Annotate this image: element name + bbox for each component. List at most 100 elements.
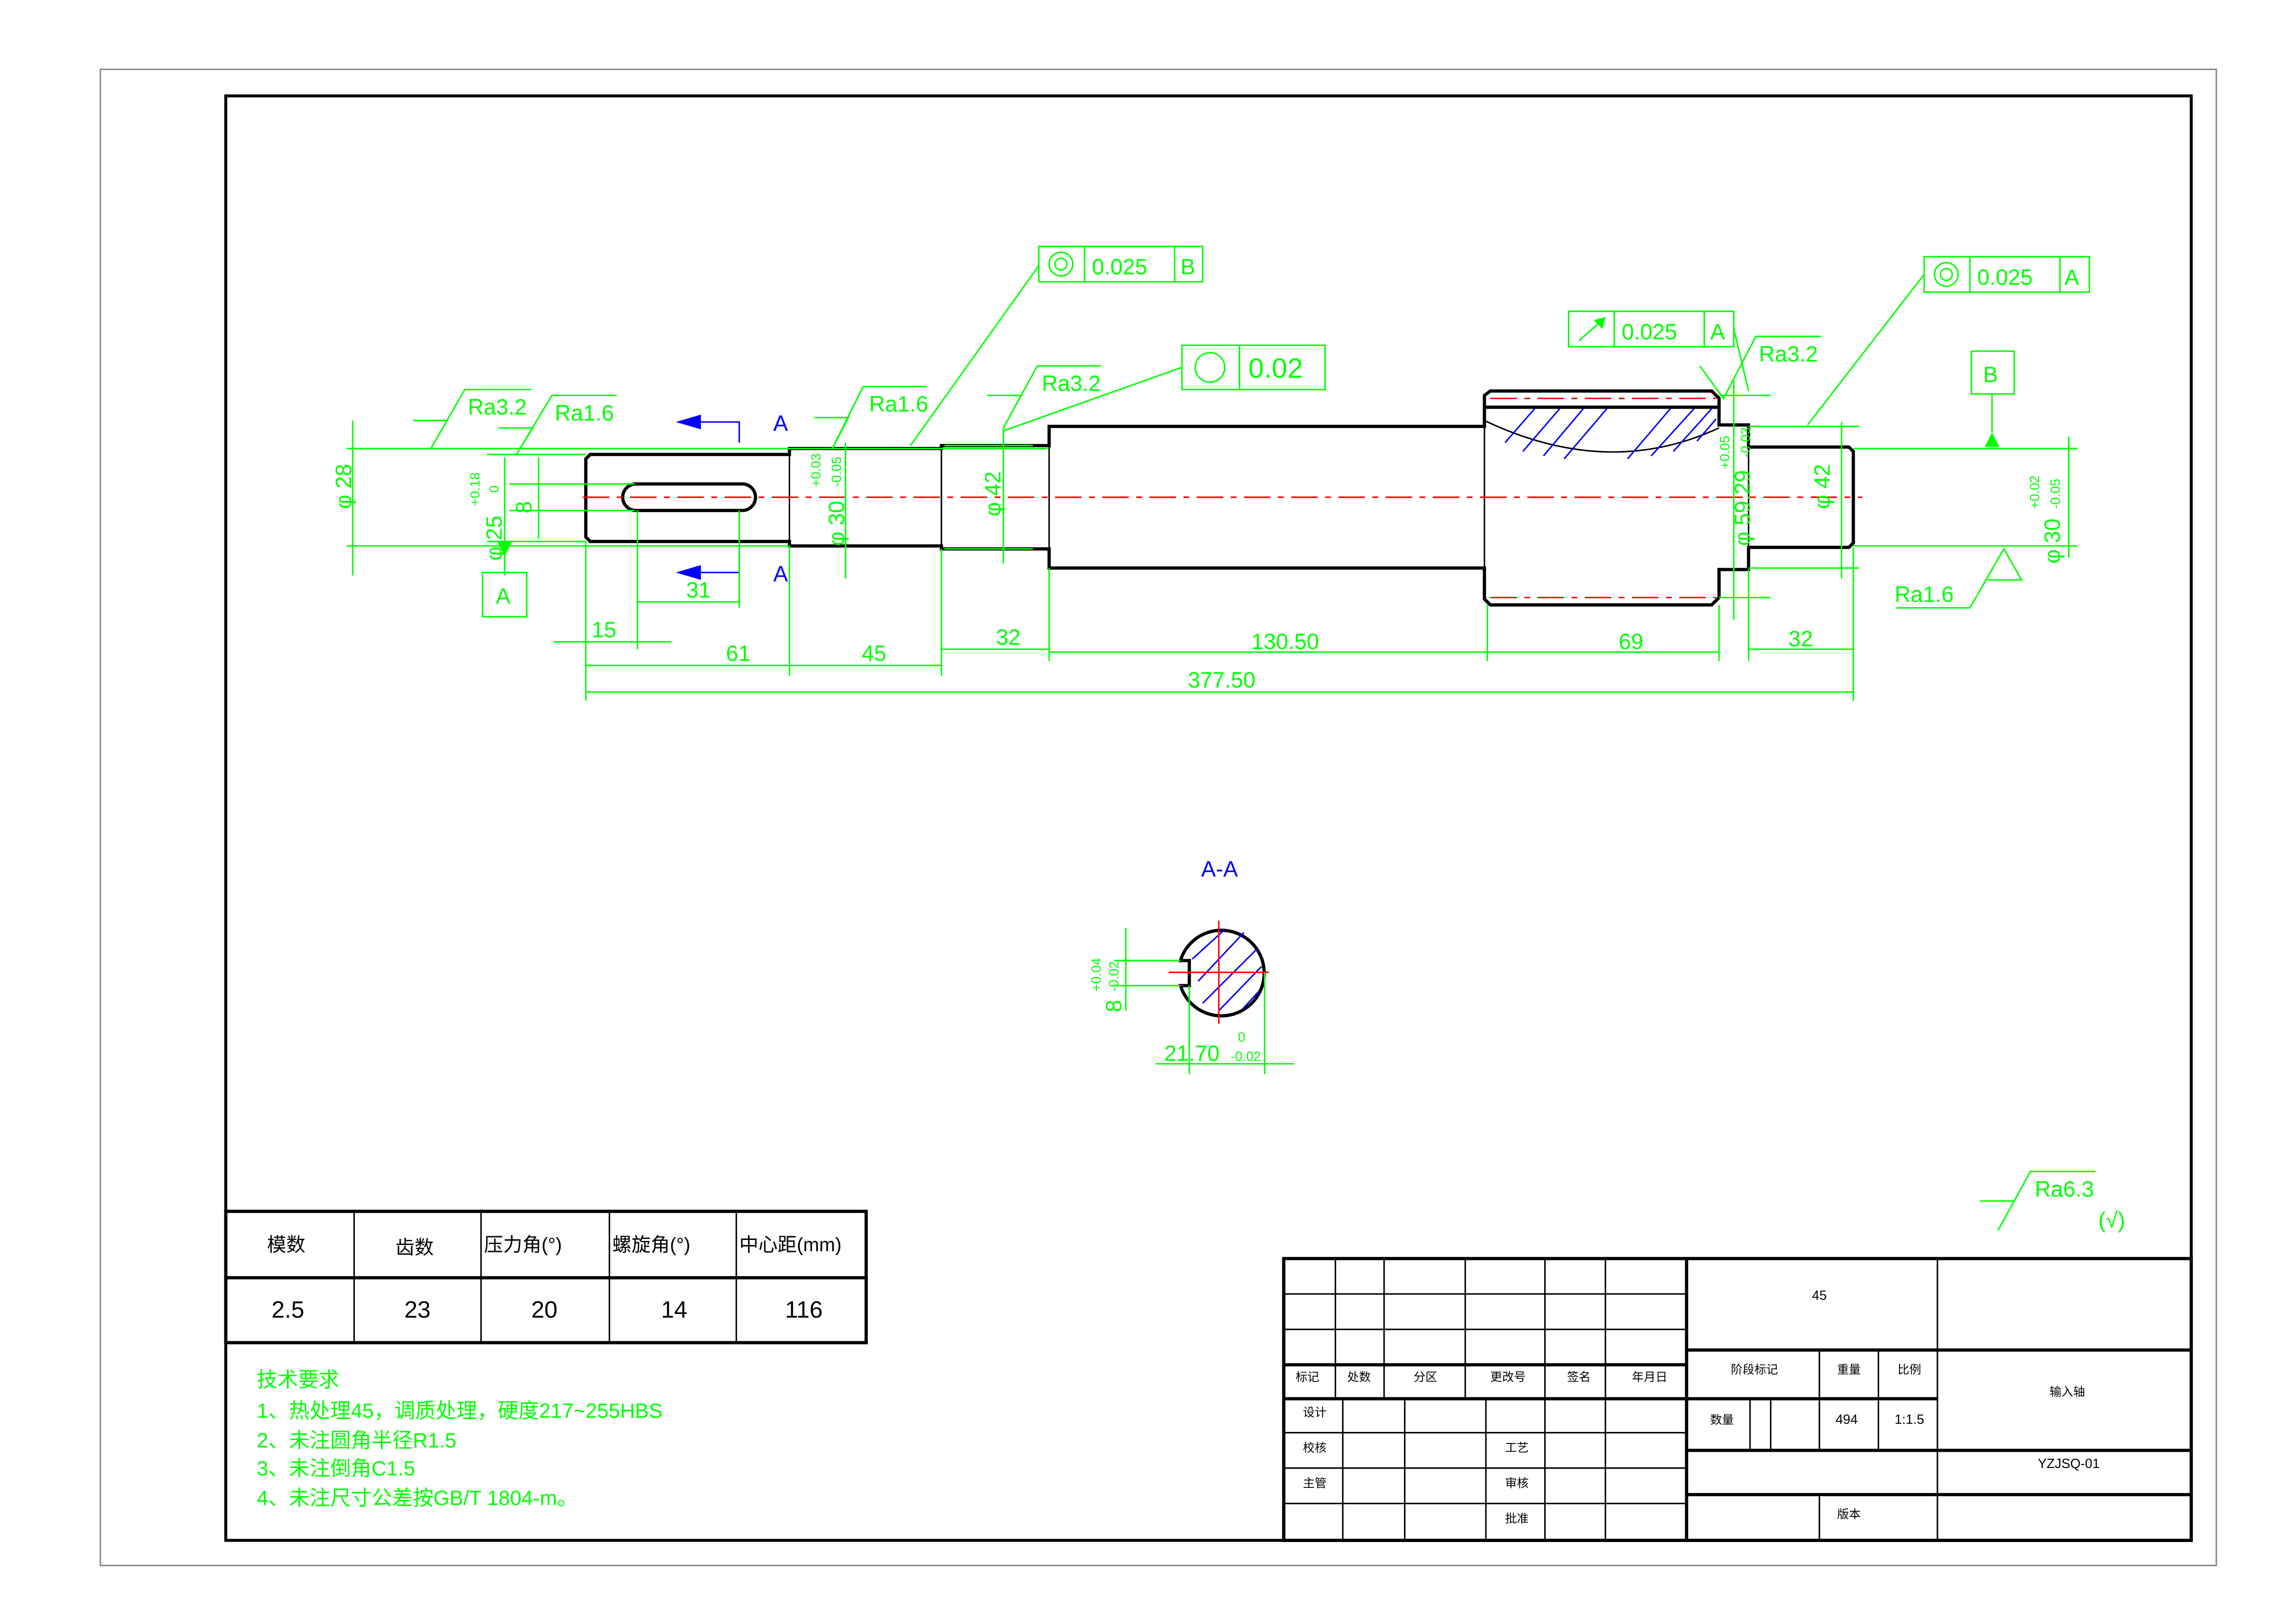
roughness-label: Ra1.6 [1894,582,1954,607]
section-letter-bottom: A [773,562,788,587]
dim-d42-left: φ 42 [981,471,1006,517]
tb-header: 年月日 [1632,1371,1668,1384]
table-cell: 2.5 [272,1296,304,1323]
gdt-frame-3: 0.025 A [1567,310,1750,391]
roughness-label: Ra3.2 [1042,372,1101,396]
tb-stage-mark: 阶段标记 [1731,1363,1778,1376]
tb-part-name: 输入轴 [2049,1386,2085,1399]
table-cell: 20 [531,1296,557,1323]
dim-45: 45 [862,642,886,666]
tb-header: 处数 [1347,1371,1371,1384]
dim-tol-upper: +0.18 [468,472,483,506]
datum-a-label: A [496,584,511,608]
tech-req-title: 技术要求 [257,1369,340,1392]
dim-d28: φ 28 [332,464,356,509]
datum-b-label: B [1983,363,1998,387]
tb-header: 分区 [1414,1371,1437,1384]
gdt-value: 0.025 [1621,320,1677,344]
dim-tol-upper: 0 [1238,1030,1245,1045]
gdt-datum: B [1181,255,1195,279]
tb-drawing-number: YZJSQ-01 [2038,1456,2100,1471]
tb-role: 主管 [1303,1477,1326,1490]
table-header: 中心距(mm) [739,1233,842,1255]
roughness-default-note: (√) [2098,1208,2125,1233]
concentricity-icon [1933,262,1959,287]
tb-weight-label: 重量 [1837,1363,1861,1376]
table-header: 压力角(°) [484,1233,562,1255]
datum-a: A [482,541,528,618]
tb-header: 标记 [1295,1371,1319,1384]
table-cell: 14 [661,1296,687,1323]
dim-69: 69 [1619,630,1643,654]
dim-tol-lower: -0.02 [1107,961,1122,991]
dim-key-width: 8 [512,501,536,514]
tech-req-item: 3、未注倒角C1.5 [257,1457,415,1480]
roughness-symbols: Ra3.2 Ra1.6 Ra1.6 Ra3.2 Ra3.2 Ra1.6 Ra6.… [413,335,2125,1233]
gdt-frame-1: 0.025 B [910,245,1204,446]
inner-frame [224,94,2193,1542]
dim-tol-upper: +0.03 [809,453,823,487]
gdt-value: 0.025 [1092,255,1147,279]
tb-role: 批准 [1505,1512,1529,1525]
gear-tooth-break-arc [1484,420,1720,453]
table-header: 齿数 [396,1237,434,1258]
tech-req-item: 2、未注圆角半径R1.5 [257,1430,457,1452]
gdt-frame-2: 0.02 [1003,344,1326,432]
dim-d5929: φ 59.29 [1731,470,1755,546]
roughness-label: Ra6.3 [2035,1177,2094,1202]
technical-requirements: 技术要求 1、热处理45，调质处理，硬度217~255HBS 2、未注圆角半径R… [257,1369,662,1510]
dim-tol-lower: -0.05 [829,457,844,487]
section-outline [1178,929,1266,1018]
runout-arrow-icon [1578,316,1606,341]
gdt-value: 0.02 [1248,352,1303,384]
section-view-a-a: A-A +0.04 -0.02 8 21.70 0 -0.02 [1089,857,1294,1074]
tech-req-item: 4、未注尺寸公差按GB/T 1804-m。 [257,1487,578,1510]
dim-31: 31 [686,578,711,603]
tb-role: 审核 [1505,1477,1529,1490]
gdt-value: 0.025 [1977,265,2033,290]
dim-d30-right: φ 30 [2041,519,2065,564]
dim-key-width: 8 [1102,1000,1126,1012]
table-cell: 23 [404,1296,431,1323]
roughness-label: Ra3.2 [1759,342,1818,366]
section-cut-markers: A A [675,411,788,587]
tb-role: 设计 [1303,1406,1326,1419]
gdt-datum: A [1710,320,1725,344]
circularity-icon [1194,352,1225,383]
dim-32-right: 32 [1789,627,1813,651]
dim-tol-upper: +0.02 [2028,476,2042,509]
dim-tol-upper: +0.04 [1089,958,1104,991]
tb-scale-label: 比例 [1898,1363,1921,1376]
roughness-label: Ra3.2 [468,395,527,420]
title-block: 标记 处数 分区 更改号 签名 年月日 设计 校核 主管 工艺 审核 批准 阶段… [1282,1257,2193,1542]
dim-tol-upper: +0.05 [1718,436,1733,470]
dim-total-length: 377.50 [1188,668,1256,693]
datum-b: B [1970,350,2015,447]
dim-32-left: 32 [996,626,1021,650]
outer-frame [99,68,2217,1567]
tb-version-label: 版本 [1837,1508,1861,1521]
table-cell: 116 [785,1296,823,1323]
table-header: 螺旋角(°) [613,1233,691,1255]
gdt-datum: A [2064,265,2079,290]
dim-tol-lower: -0.02 [1231,1049,1261,1064]
tb-weight: 494 [1836,1412,1858,1427]
dim-15: 15 [592,618,616,643]
gear-parameter-table: 模数 齿数 压力角(°) 螺旋角(°) 中心距(mm) 2.5 23 20 14… [224,1209,868,1344]
dim-tol-lower: -0.05 [2048,479,2063,509]
tech-req-item: 1、热处理45，调质处理，硬度217~255HBS [257,1400,662,1423]
dim-tol-lower: 0 [487,485,502,493]
shaft-main-view [582,389,1863,607]
tb-quantity-label: 数量 [1710,1413,1734,1426]
dim-d25: φ 25 [482,515,507,561]
concentricity-icon [1048,251,1074,277]
section-view-title: A-A [1201,857,1238,881]
dimension-texts: φ 28 +0.18 0 φ 25 8 +0.03 -0.05 φ 30 φ 4… [332,427,2065,693]
dim-d30-left: φ 30 [824,501,849,546]
keyway-slot [621,482,757,512]
dim-tol-lower: -0.03 [1739,427,1753,457]
tb-scale: 1:1.5 [1894,1412,1924,1427]
tb-role: 工艺 [1505,1442,1529,1455]
roughness-label: Ra1.6 [555,401,614,426]
